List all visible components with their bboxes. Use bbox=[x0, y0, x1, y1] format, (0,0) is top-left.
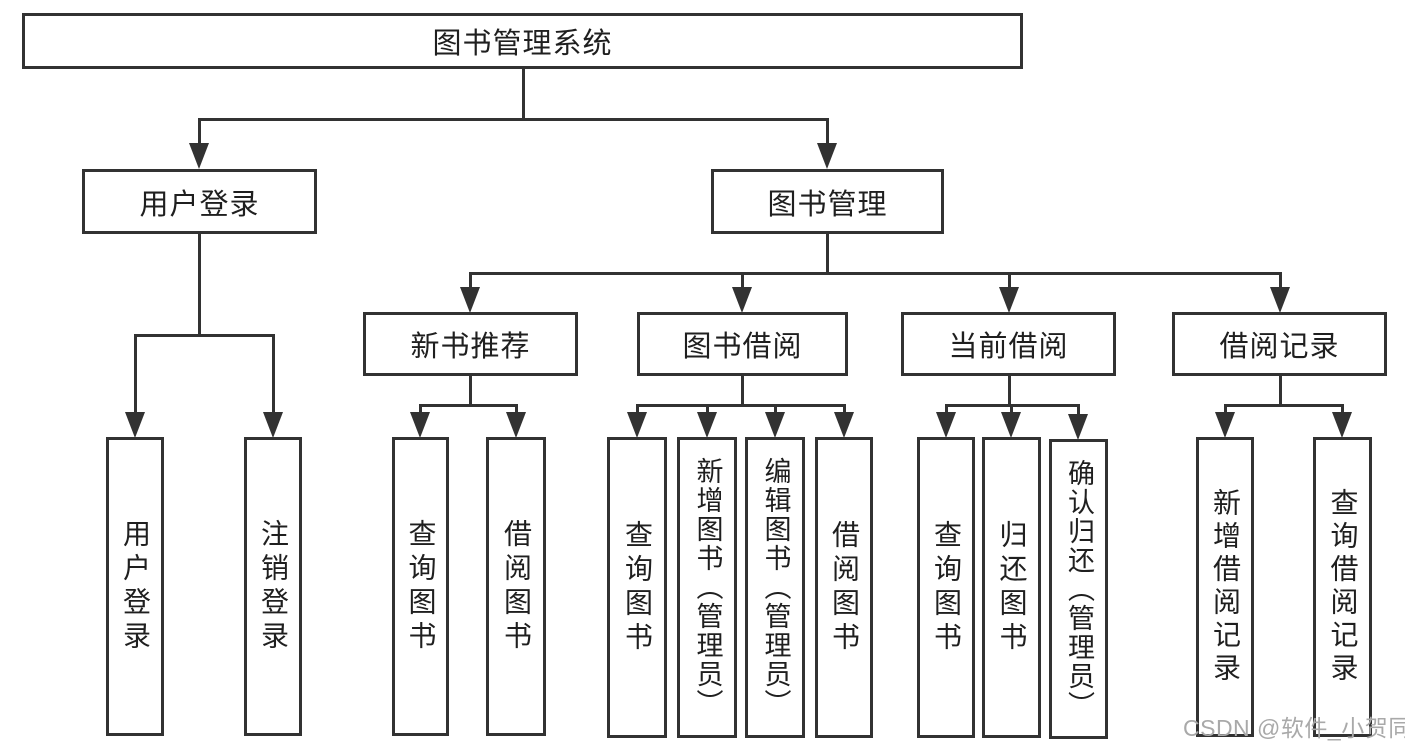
connector-book-mgmt-stem bbox=[826, 118, 829, 146]
arrow-down-icon bbox=[1270, 287, 1290, 313]
node-current-borrowing: 当前借阅 bbox=[901, 312, 1116, 376]
connector-leaf-stem bbox=[1341, 404, 1344, 415]
connector-leaf-stem bbox=[636, 404, 639, 415]
leaf-query-books-borrow: 查询图书 bbox=[607, 437, 667, 738]
arrow-down-icon bbox=[732, 287, 752, 313]
connector-new-book-down bbox=[469, 376, 472, 407]
leaf-add-book-admin: 新增图书（管理员） bbox=[677, 437, 737, 738]
connector-new-book-hline bbox=[419, 404, 518, 407]
node-root-system: 图书管理系统 bbox=[22, 13, 1023, 69]
arrow-down-icon bbox=[765, 412, 785, 438]
node-label: 查询图书 bbox=[931, 519, 962, 656]
arrow-down-icon bbox=[263, 412, 283, 438]
arrow-down-icon bbox=[1332, 412, 1352, 438]
connector-current-borrow-down bbox=[1008, 376, 1011, 407]
node-label: 新增图书（管理员） bbox=[692, 457, 723, 718]
node-label: 新增借阅记录 bbox=[1210, 488, 1241, 686]
connector-leaf-stem bbox=[774, 404, 777, 415]
connector-user-login-down bbox=[198, 233, 201, 337]
connector-leaf-stem bbox=[945, 404, 948, 415]
connector-level3-stem bbox=[469, 272, 472, 289]
connector-borrow-record-hline bbox=[1224, 404, 1344, 407]
connector-leaf-stem bbox=[1010, 404, 1013, 415]
node-borrowing-records: 借阅记录 bbox=[1172, 312, 1387, 376]
node-label: 借阅图书 bbox=[501, 518, 532, 655]
arrow-down-icon bbox=[189, 143, 209, 169]
connector-leaf-stem bbox=[419, 404, 422, 415]
arrow-down-icon bbox=[999, 287, 1019, 313]
leaf-confirm-return-admin: 确认归还（管理员） bbox=[1049, 439, 1108, 739]
node-label: 图书管理系统 bbox=[432, 28, 613, 60]
connector-level3-stem bbox=[741, 272, 744, 289]
leaf-add-borrow-record: 新增借阅记录 bbox=[1196, 437, 1254, 737]
connector-leaf-stem bbox=[843, 404, 846, 415]
arrow-down-icon bbox=[125, 412, 145, 438]
node-label: 查询借阅记录 bbox=[1327, 488, 1359, 686]
arrow-down-icon bbox=[1001, 412, 1021, 438]
arrow-down-icon bbox=[697, 412, 717, 438]
connector-leaf-stem bbox=[515, 404, 518, 415]
connector-leaf-stem bbox=[272, 334, 275, 414]
arrow-down-icon bbox=[817, 143, 837, 169]
connector-user-login-stem bbox=[198, 118, 201, 146]
node-label: 借阅记录 bbox=[1219, 331, 1340, 363]
node-label: 借阅图书 bbox=[829, 519, 860, 656]
node-label: 当前借阅 bbox=[948, 331, 1069, 363]
connector-level3-stem bbox=[1279, 272, 1282, 289]
connector-level3-hline bbox=[469, 272, 1282, 275]
connector-level3-stem bbox=[1008, 272, 1011, 289]
watermark: CSDN @软件_小贺同学 bbox=[1183, 715, 1405, 741]
connector-user-login-hline bbox=[134, 334, 275, 337]
leaf-user-login: 用户登录 bbox=[106, 437, 164, 736]
node-book-management: 图书管理 bbox=[711, 169, 944, 234]
node-label: 用户登录 bbox=[120, 518, 151, 655]
arrow-down-icon bbox=[410, 412, 430, 438]
node-label: 图书管理 bbox=[767, 188, 888, 221]
node-label: 查询图书 bbox=[405, 518, 437, 655]
node-new-book-recommend: 新书推荐 bbox=[363, 312, 578, 376]
leaf-borrow-books: 借阅图书 bbox=[815, 437, 873, 738]
leaf-borrow-books-recommend: 借阅图书 bbox=[486, 437, 546, 736]
node-user-login: 用户登录 bbox=[82, 169, 317, 234]
node-label: 注销登录 bbox=[258, 518, 289, 655]
node-label: 查询图书 bbox=[622, 519, 653, 656]
connector-leaf-stem bbox=[706, 404, 709, 415]
connector-book-borrow-hline bbox=[636, 404, 845, 407]
connector-leaf-stem bbox=[134, 334, 137, 414]
leaf-logout: 注销登录 bbox=[244, 437, 302, 736]
arrow-down-icon bbox=[834, 412, 854, 438]
leaf-query-books-current: 查询图书 bbox=[917, 437, 975, 738]
node-label: 确认归还（管理员） bbox=[1064, 458, 1094, 720]
connector-book-borrow-down bbox=[741, 376, 744, 407]
connector-book-mgmt-down bbox=[826, 234, 829, 275]
node-book-borrowing: 图书借阅 bbox=[637, 312, 848, 376]
node-label: 新书推荐 bbox=[410, 331, 531, 363]
leaf-return-book: 归还图书 bbox=[982, 437, 1041, 738]
arrow-down-icon bbox=[1215, 412, 1235, 438]
node-label: 编辑图书（管理员） bbox=[760, 457, 791, 718]
arrow-down-icon bbox=[936, 412, 956, 438]
connector-borrow-record-down bbox=[1279, 376, 1282, 407]
connector-level2-hline bbox=[198, 118, 829, 121]
node-label: 图书借阅 bbox=[682, 331, 803, 363]
arrow-down-icon bbox=[506, 412, 526, 438]
arrow-down-icon bbox=[460, 287, 480, 313]
arrow-down-icon bbox=[1068, 414, 1088, 440]
leaf-query-borrow-record: 查询借阅记录 bbox=[1313, 437, 1372, 737]
leaf-edit-book-admin: 编辑图书（管理员） bbox=[745, 437, 805, 738]
connector-leaf-stem bbox=[1224, 404, 1227, 415]
connector-leaf-stem bbox=[1077, 404, 1080, 417]
arrow-down-icon bbox=[627, 412, 647, 438]
node-label: 用户登录 bbox=[139, 188, 260, 221]
leaf-query-books-recommend: 查询图书 bbox=[392, 437, 449, 736]
node-label: 归还图书 bbox=[996, 519, 1028, 656]
connector-root-stem bbox=[522, 69, 525, 120]
